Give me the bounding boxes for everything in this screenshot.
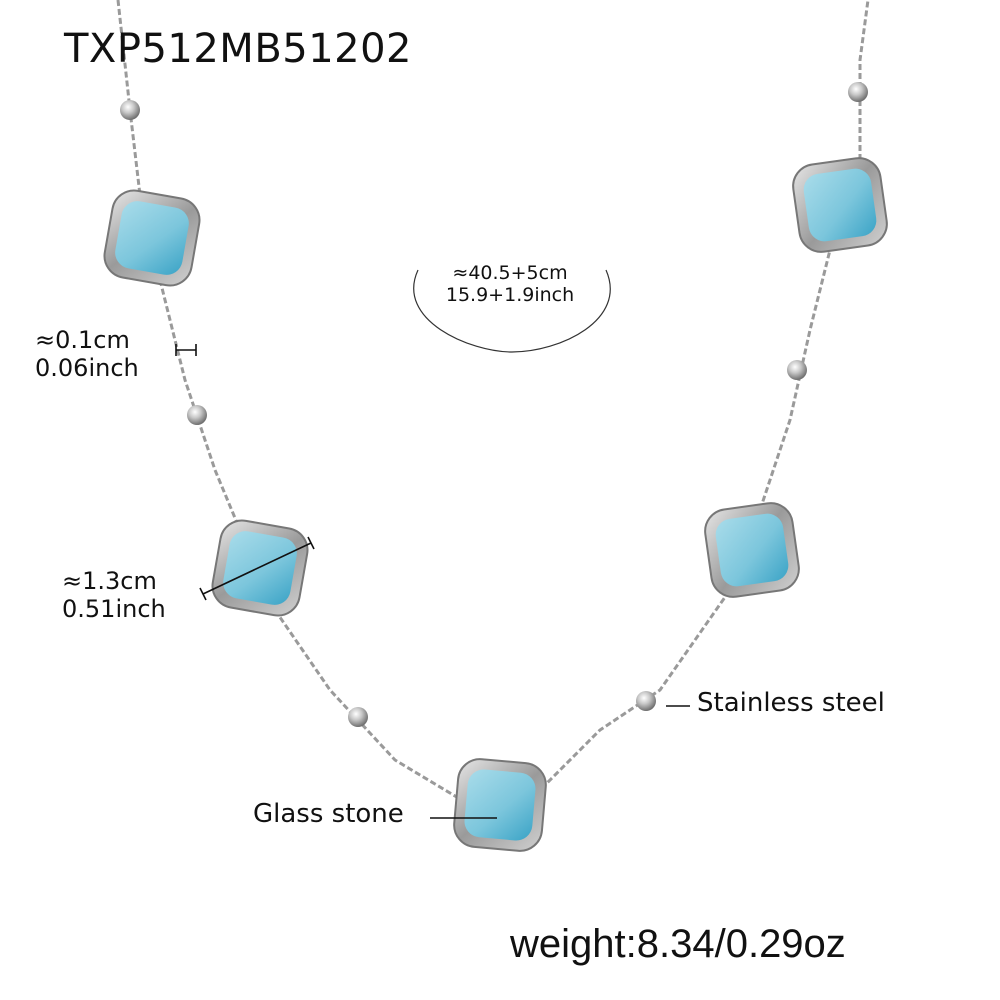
chain <box>116 0 870 807</box>
beads <box>120 82 868 727</box>
length-inch: 15.9+1.9inch <box>445 284 575 306</box>
length-annotation: ≈40.5+5cm 15.9+1.9inch <box>405 258 615 350</box>
chain-width-cm: ≈0.1cm <box>35 326 130 354</box>
chain-width-inch: 0.06inch <box>35 354 139 382</box>
weight-label: weight:8.34/0.29oz <box>510 922 846 966</box>
stone-size-annotation: ≈1.3cm 0.51inch <box>62 567 166 623</box>
material-callout: Stainless steel <box>697 688 885 718</box>
sku-label: TXP512MB51202 <box>64 26 413 72</box>
stone-size-inch: 0.51inch <box>62 595 166 623</box>
stone-size-cm: ≈1.3cm <box>62 567 157 595</box>
stone-callout: Glass stone <box>253 799 404 829</box>
glass-stones <box>103 157 888 852</box>
length-cm: ≈40.5+5cm <box>452 262 568 284</box>
chain-width-annotation: ≈0.1cm 0.06inch <box>35 326 139 382</box>
